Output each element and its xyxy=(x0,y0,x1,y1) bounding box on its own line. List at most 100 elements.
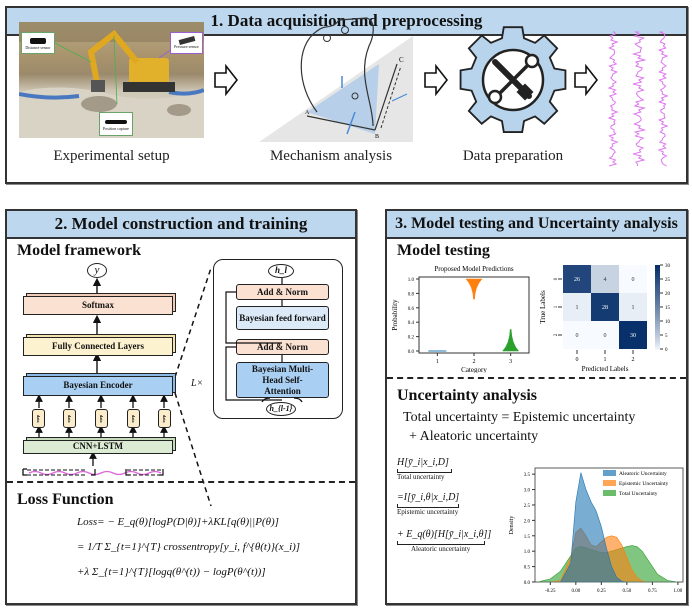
x-tick-label: 0.50 xyxy=(622,589,631,594)
legend-label: Aleatoric Uncertainty xyxy=(619,471,667,477)
colorbar-segment xyxy=(655,301,660,305)
section3-title: 3. Model testing and Uncertainty analysi… xyxy=(387,211,686,239)
sensor-callout-right: Pressure sensor xyxy=(170,32,203,54)
heatmap-cell xyxy=(591,321,619,349)
colorbar-segment xyxy=(655,295,660,300)
colorbar-tick-label: 0 xyxy=(665,348,668,353)
colorbar-segment xyxy=(655,267,660,272)
epistemic-uncertainty-expr: =I[ȳ_i,θ|x_i,D] xyxy=(397,492,460,503)
underbrace xyxy=(397,504,459,508)
hollow-right-arrow-icon xyxy=(424,64,449,96)
symbol-a: A xyxy=(305,110,310,116)
hollow-right-arrow-icon xyxy=(214,64,239,96)
uncertainty-equation-line1: Total uncertainty = Epistemic uncertaint… xyxy=(403,410,636,425)
underbrace xyxy=(397,541,485,545)
colorbar-tick-label: 20 xyxy=(665,292,671,297)
y-axis-label: True Labels xyxy=(539,290,547,324)
x-tick-label: 2 xyxy=(473,359,476,365)
node-h-l-minus-1: h_{l-1} xyxy=(266,402,296,416)
colorbar-segment xyxy=(655,337,660,342)
y-tick-label: 0.0 xyxy=(408,350,415,355)
heatmap-cell-value: 4 xyxy=(604,277,607,283)
loss-equation-line2: = 1/T Σ_{t=1}^{T} crossentropy[y_i, f^{θ… xyxy=(77,541,301,553)
add-norm-top: Add & Norm xyxy=(236,284,329,300)
section1-panel: 1. Data acquisition and preprocessing Di… xyxy=(5,6,688,184)
colorbar-segment xyxy=(655,284,660,288)
colorbar-segment xyxy=(655,329,660,333)
fully-connected-layer: Fully Connected Layers xyxy=(23,337,173,356)
y-tick-label: 0 xyxy=(554,277,559,280)
heatmap-cell-value: 1 xyxy=(576,305,579,311)
data-token: data xyxy=(158,409,171,428)
model-framework-heading: Model framework xyxy=(17,242,141,259)
softmax-layer: Softmax xyxy=(23,296,173,315)
sensor-callout-bottom: Position capture xyxy=(99,112,133,136)
y-tick-label: 2.0 xyxy=(524,519,531,524)
x-axis-label: Predicted Labels xyxy=(582,365,629,373)
y-tick-label: 0.2 xyxy=(408,336,415,341)
heatmap-cell-value: 0 xyxy=(604,333,607,339)
token-arrows xyxy=(35,394,168,439)
decomposition-total: H[ȳ_i|x_i,D] Total uncertainty xyxy=(397,457,452,481)
signal-trace xyxy=(657,31,669,167)
colorbar-segment xyxy=(655,321,660,325)
underbrace xyxy=(397,469,452,473)
encoder-block: h_l Add & Norm Bayesian feed forward Add… xyxy=(213,259,343,419)
data-token: data xyxy=(95,409,108,428)
uncertainty-equation-line2: + Aleatoric uncertainty xyxy=(409,429,539,444)
heatmap-cell-value: 0 xyxy=(632,277,635,283)
y-tick-label: 0.6 xyxy=(408,307,415,312)
legend-swatch xyxy=(603,470,616,476)
x-tick-label: 1.00 xyxy=(674,589,683,594)
colorbar-segment xyxy=(655,304,660,308)
sensor-callout-left: Distance sensor xyxy=(21,32,55,54)
aleatoric-uncertainty-expr: + E_q(θ)[H[ȳ_i|x_i,θ]] xyxy=(397,529,492,540)
heatmap-cell xyxy=(591,293,619,321)
colorbar-tick-label: 5 xyxy=(665,334,668,339)
heatmap-cell-value: 30 xyxy=(630,333,636,339)
aleatoric-uncertainty-label: Aleatoric uncertainty xyxy=(411,545,471,553)
legend-swatch xyxy=(603,480,616,486)
colorbar-segment xyxy=(655,309,660,314)
colorbar-segment xyxy=(655,276,660,280)
density-area-aleatoric-uncertainty xyxy=(540,472,678,583)
signal-trace xyxy=(607,31,619,167)
heatmap-cell xyxy=(563,293,591,321)
y-tick-label: 1.5 xyxy=(524,535,531,540)
experimental-setup-photo: Distance sensor Pressure sensor Position… xyxy=(19,22,204,138)
legend-swatch xyxy=(603,490,616,496)
section2-panel: 2. Model construction and training Model… xyxy=(5,209,357,605)
symbol-c: C xyxy=(399,56,404,64)
legend-label: Epistemic Uncertainty xyxy=(619,481,669,487)
colorbar-segment xyxy=(655,279,660,283)
bayesian-multi-head-self-attention: Bayesian Multi-Head Self-Attention xyxy=(236,362,329,398)
y-tick-label: 3.5 xyxy=(524,473,531,478)
model-testing-heading: Model testing xyxy=(397,242,490,259)
colorbar-segment xyxy=(655,273,660,277)
colorbar-tick-label: 30 xyxy=(665,264,671,269)
loss-equation-line1: Loss= − E_q(θ)[logP(D|θ)]+λKL[q(θ)||P(θ)… xyxy=(77,516,279,528)
y-tick-label: 2 xyxy=(554,333,559,336)
heatmap-cell xyxy=(619,293,647,321)
colorbar-segment xyxy=(655,307,660,311)
sensor-label: Pressure sensor xyxy=(174,44,199,49)
colorbar-segment xyxy=(655,335,660,339)
sensor-label: Position capture xyxy=(103,126,129,131)
heatmap-cell xyxy=(591,265,619,293)
caption-experimental-setup: Experimental setup xyxy=(53,148,170,164)
x-tick-label: 2 xyxy=(632,357,635,363)
total-uncertainty-expr: H[ȳ_i|x_i,D] xyxy=(397,457,449,468)
colorbar-segment xyxy=(655,293,660,297)
section-divider xyxy=(387,377,686,379)
colorbar-segment xyxy=(655,265,660,269)
heatmap-cell xyxy=(563,321,591,349)
colorbar-segment xyxy=(655,343,660,347)
residual-connections xyxy=(225,278,303,403)
data-token: data xyxy=(32,409,45,428)
colorbar-segment xyxy=(655,312,660,316)
x-tick-label: 1 xyxy=(604,357,607,363)
colorbar-segment xyxy=(655,270,660,274)
y-tick-label: 1.0 xyxy=(524,550,531,555)
